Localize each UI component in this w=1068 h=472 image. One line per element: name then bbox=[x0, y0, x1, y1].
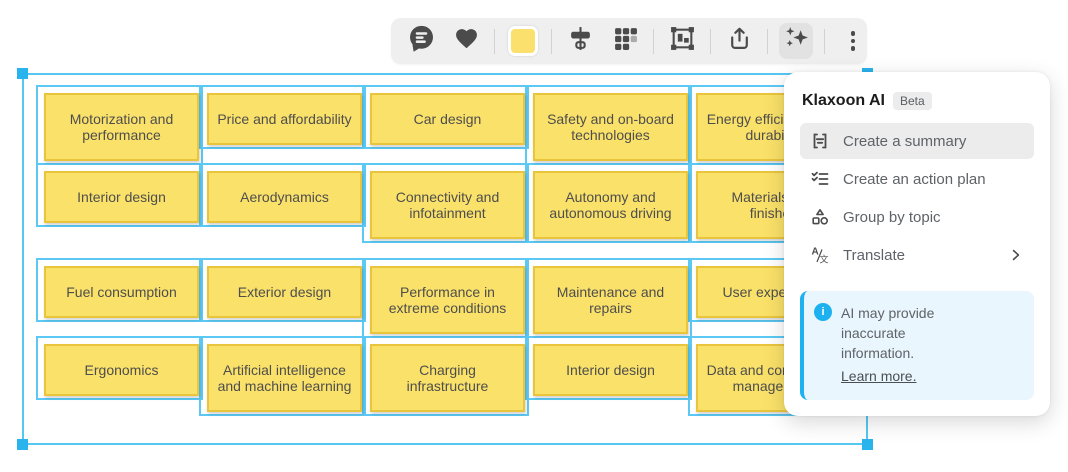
note-selection-outline bbox=[199, 85, 366, 149]
selection-handle[interactable] bbox=[17, 68, 28, 79]
color-swatch-button[interactable] bbox=[506, 23, 540, 59]
toolbar-divider bbox=[710, 28, 711, 54]
disclaimer-text: AI may provide inaccurate information. bbox=[841, 305, 935, 361]
sticky-note[interactable]: Safety and on-board technologies bbox=[533, 93, 688, 161]
ai-menu-item-group-by-topic[interactable]: Group by topic bbox=[800, 199, 1034, 235]
note-selection-outline bbox=[362, 85, 529, 149]
panel-title: Klaxoon AI bbox=[802, 92, 885, 109]
sticky-note[interactable]: Price and affordability bbox=[207, 93, 362, 145]
menu-item-label: Group by topic bbox=[843, 208, 941, 226]
frame-button[interactable] bbox=[665, 23, 699, 59]
info-icon: i bbox=[814, 303, 832, 321]
toolbar-divider bbox=[824, 28, 825, 54]
menu-item-label: Create a summary bbox=[843, 132, 967, 150]
note-selection-outline bbox=[362, 163, 529, 243]
sticky-note[interactable]: Aerodynamics bbox=[207, 171, 362, 223]
align-button[interactable] bbox=[563, 23, 597, 59]
sticky-note[interactable]: Ergonomics bbox=[44, 344, 199, 396]
sticky-note[interactable]: Fuel consumption bbox=[44, 266, 199, 318]
sticky-note[interactable]: Interior design bbox=[44, 171, 199, 223]
toolbar-divider bbox=[551, 28, 552, 54]
heart-icon bbox=[454, 26, 479, 56]
toolbar-divider bbox=[494, 28, 495, 54]
sticky-note[interactable]: Connectivity and infotainment bbox=[370, 171, 525, 239]
share-icon bbox=[727, 26, 752, 56]
sticky-note[interactable]: Interior design bbox=[533, 344, 688, 396]
sticky-note[interactable]: Car design bbox=[370, 93, 525, 145]
group-by-topic-icon bbox=[810, 207, 830, 227]
note-selection-outline bbox=[36, 336, 203, 400]
note-selection-outline bbox=[362, 336, 529, 416]
note-selection-outline bbox=[199, 258, 366, 322]
ai-menu-item-create-an-action-plan[interactable]: Create an action plan bbox=[800, 161, 1034, 197]
sticky-note[interactable]: Autonomy and autonomous driving bbox=[533, 171, 688, 239]
action-plan-icon bbox=[810, 169, 830, 189]
sticky-note[interactable]: Artificial intelligence and machine lear… bbox=[207, 344, 362, 412]
beta-badge: Beta bbox=[892, 92, 932, 110]
note-selection-outline bbox=[525, 163, 692, 243]
more-options-button[interactable] bbox=[836, 23, 870, 59]
svg-text:文: 文 bbox=[820, 254, 829, 266]
share-button[interactable] bbox=[722, 23, 756, 59]
floating-toolbar bbox=[391, 18, 867, 64]
comment-icon bbox=[407, 24, 436, 58]
frame-icon bbox=[669, 25, 696, 57]
sticky-note[interactable]: Motorization and performance bbox=[44, 93, 199, 161]
grid-layout-button[interactable] bbox=[608, 23, 642, 59]
menu-item-label: Create an action plan bbox=[843, 170, 986, 188]
ai-assistant-button[interactable] bbox=[779, 23, 813, 59]
toolbar-divider bbox=[767, 28, 768, 54]
selection-handle[interactable] bbox=[17, 439, 28, 450]
note-selection-outline bbox=[36, 163, 203, 227]
menu-item-label: Translate bbox=[843, 246, 905, 264]
toolbar-divider bbox=[653, 28, 654, 54]
grid-icon bbox=[613, 26, 638, 56]
ai-sparkles-icon bbox=[783, 25, 810, 57]
ai-disclaimer: i AI may provide inaccurate information.… bbox=[800, 291, 1034, 400]
note-selection-outline bbox=[525, 336, 692, 400]
sticky-note[interactable]: Exterior design bbox=[207, 266, 362, 318]
ai-menu-item-create-a-summary[interactable]: Create a summary bbox=[800, 123, 1034, 159]
selection-handle[interactable] bbox=[862, 439, 873, 450]
sticky-note[interactable]: Maintenance and repairs bbox=[533, 266, 688, 334]
color-swatch-yellow-icon bbox=[508, 26, 538, 56]
sticky-note[interactable]: Performance in extreme conditions bbox=[370, 266, 525, 334]
sticky-note[interactable]: Charging infrastructure bbox=[370, 344, 525, 412]
comment-button[interactable] bbox=[404, 23, 438, 59]
note-selection-outline bbox=[199, 336, 366, 416]
note-selection-outline bbox=[199, 163, 366, 227]
learn-more-link[interactable]: Learn more. bbox=[841, 368, 917, 384]
panel-header: Klaxoon AI Beta bbox=[800, 92, 1034, 110]
chevron-right-icon bbox=[1008, 247, 1024, 263]
like-button[interactable] bbox=[449, 23, 483, 59]
svg-text:A: A bbox=[812, 247, 819, 258]
align-icon bbox=[568, 26, 593, 56]
note-selection-outline bbox=[36, 258, 203, 322]
kebab-menu-icon bbox=[850, 31, 856, 51]
summary-icon bbox=[810, 131, 830, 151]
